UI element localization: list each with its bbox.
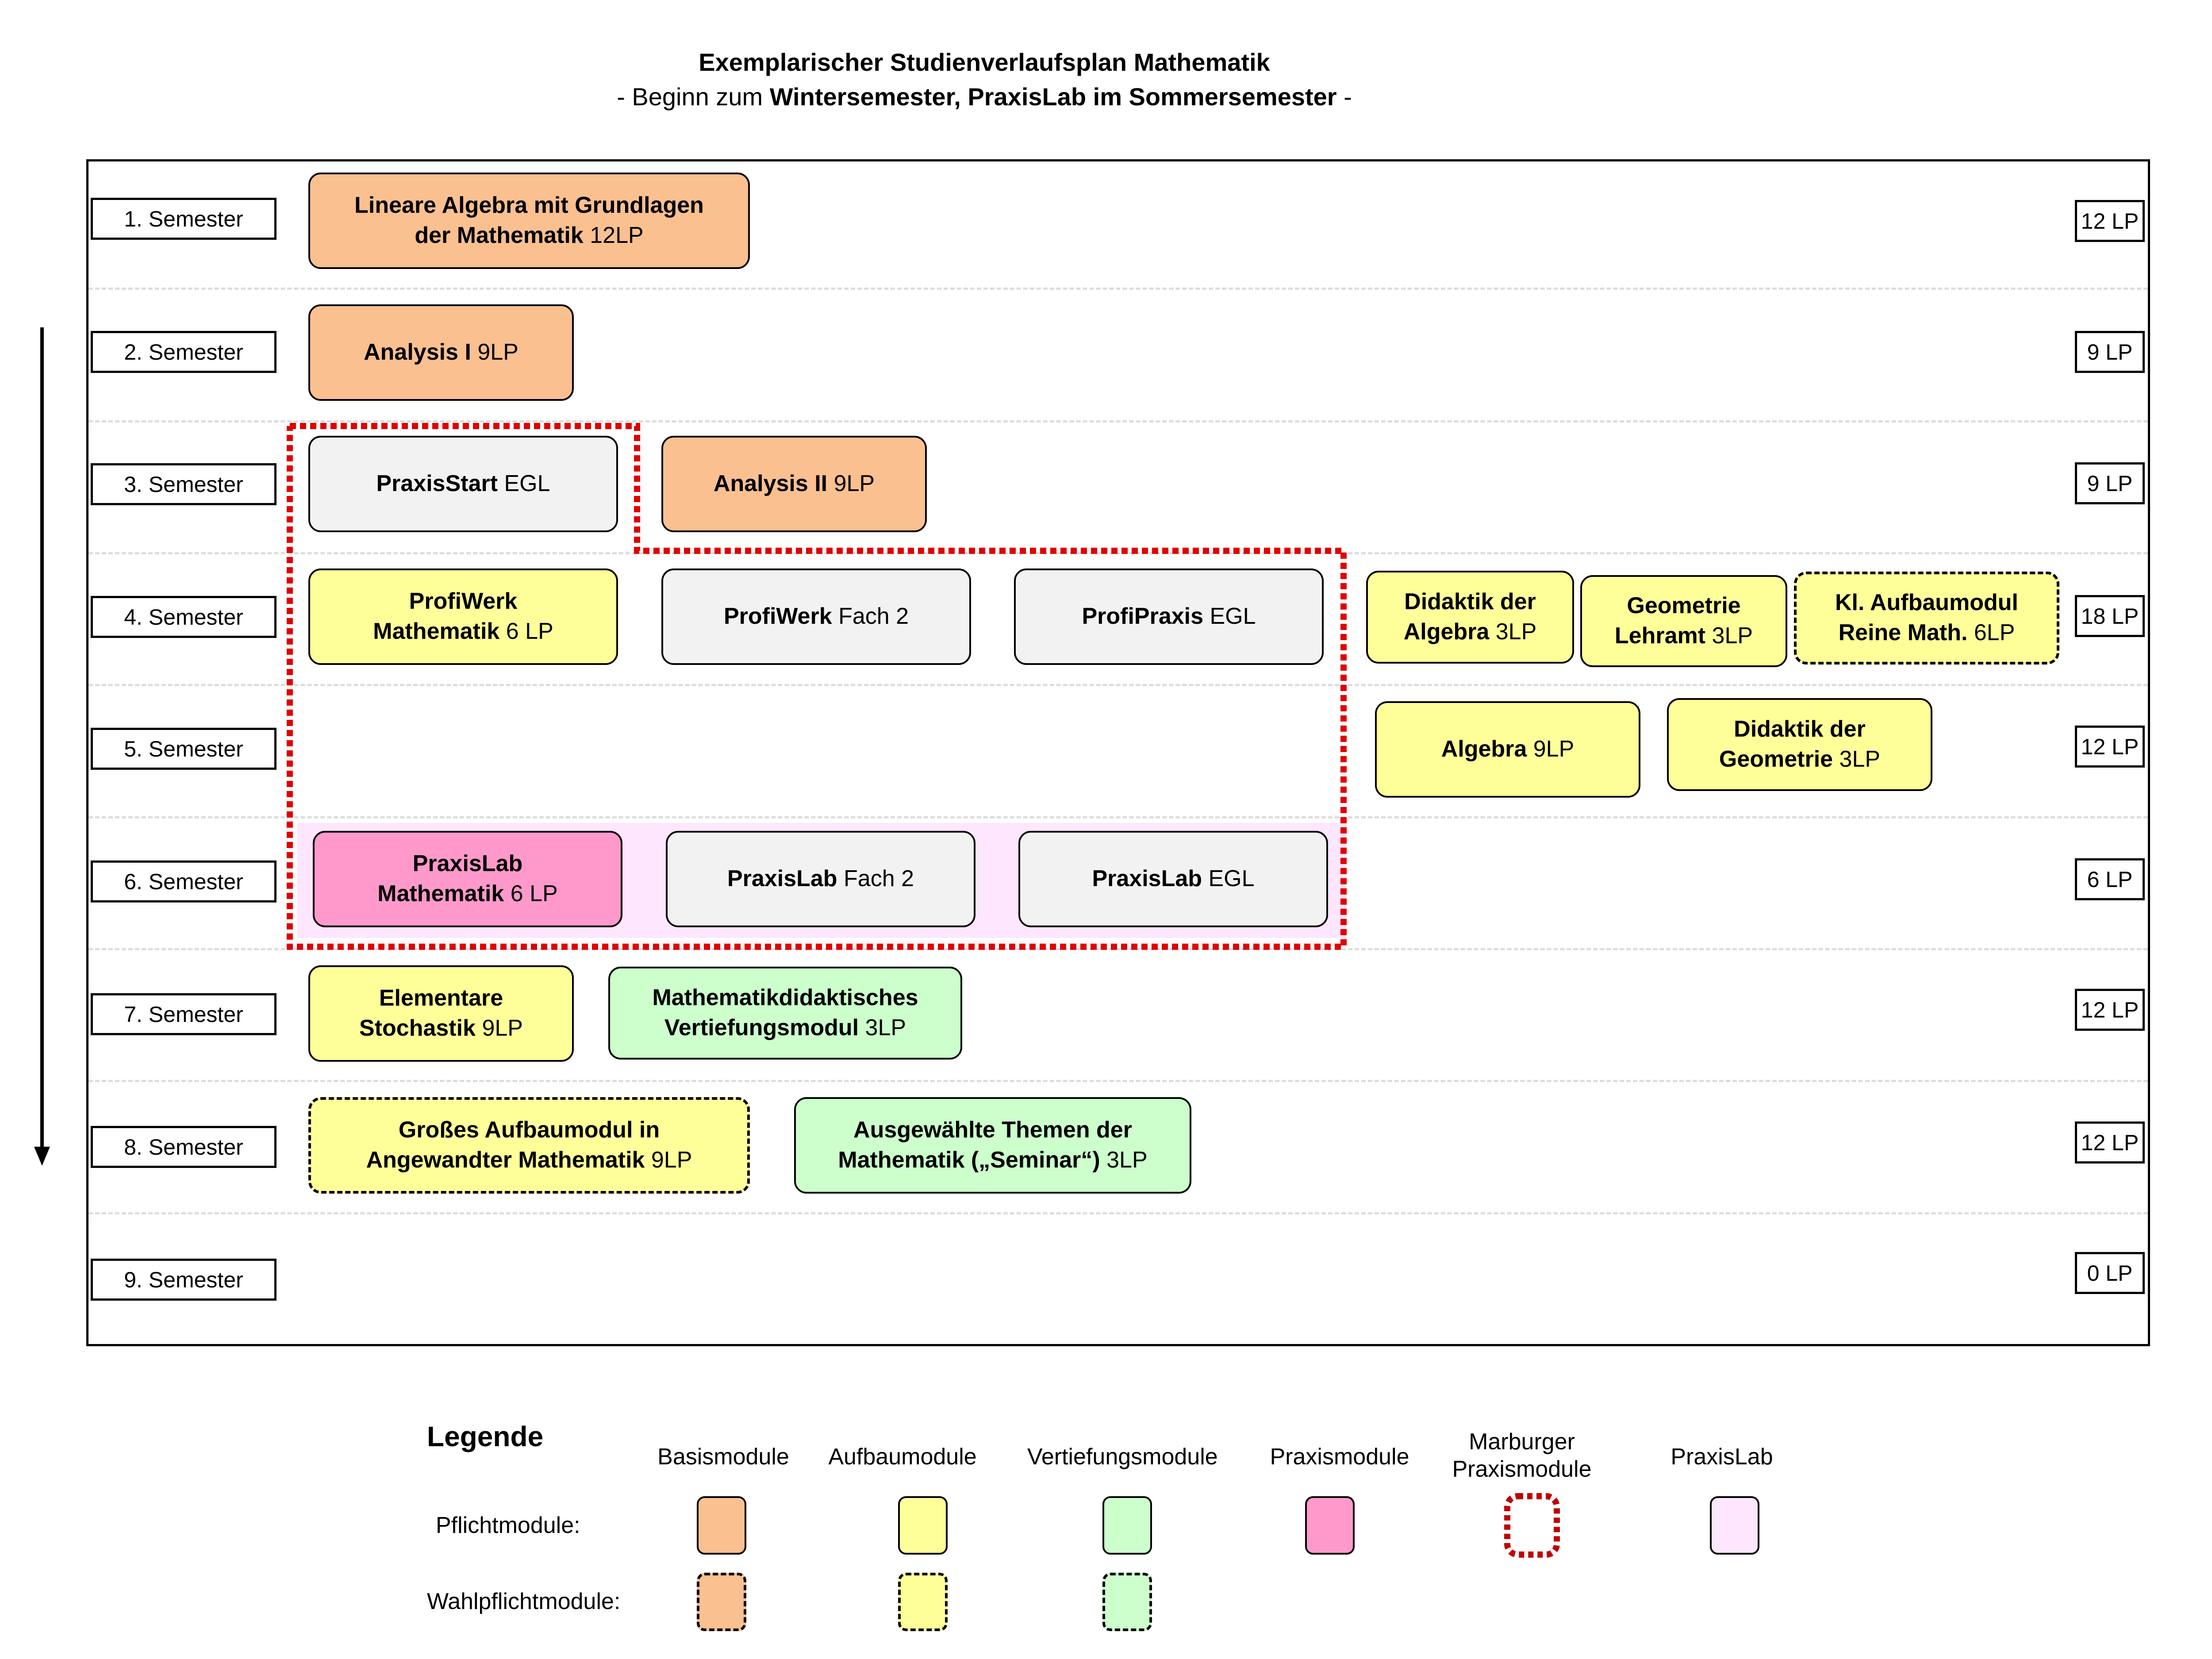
legend-swatch-marburger-praxismodule bbox=[1504, 1493, 1560, 1558]
marburger-praxismodule-outline bbox=[287, 423, 1347, 950]
module-praxislab-egl[interactable]: PraxisLab EGL bbox=[1018, 831, 1328, 927]
credit-points-box: 12 LP bbox=[2075, 200, 2145, 242]
row-separator bbox=[88, 1080, 2148, 1082]
legend-column-label: PraxisLab bbox=[1671, 1444, 1773, 1470]
module-analysis-1[interactable]: Analysis I 9LP bbox=[308, 304, 574, 401]
row-separator bbox=[88, 552, 2148, 554]
row-separator bbox=[88, 948, 2148, 950]
row-separator bbox=[88, 816, 2148, 818]
module-ausgewaehlte-themen[interactable]: Ausgewählte Themen der Mathematik („Semi… bbox=[794, 1097, 1191, 1194]
plan-frame bbox=[86, 159, 2150, 1346]
legend-swatch-vertiefungsmodule bbox=[1102, 1496, 1152, 1555]
semester-label: 4. Semester bbox=[91, 596, 276, 638]
legend-swatch-aufbaumodule bbox=[898, 1496, 948, 1555]
module-praxislab-fach2[interactable]: PraxisLab Fach 2 bbox=[666, 831, 975, 927]
credit-points-box: 12 LP bbox=[2075, 1121, 2145, 1164]
semester-label: 5. Semester bbox=[91, 728, 276, 770]
page-subtitle: - Beginn zum Wintersemester, PraxisLab i… bbox=[617, 83, 1352, 111]
legend-swatch-basismodule bbox=[697, 1496, 746, 1555]
row-separator bbox=[88, 420, 2148, 422]
credit-points-box: 12 LP bbox=[2075, 726, 2145, 768]
module-kl-aufbaumodul[interactable]: Kl. Aufbaumodul Reine Math. 6LP bbox=[1794, 572, 2059, 664]
row-separator bbox=[88, 684, 2148, 686]
row-separator bbox=[88, 288, 2148, 290]
module-didaktik-algebra[interactable]: Didaktik der Algebra 3LP bbox=[1366, 571, 1574, 664]
module-praxisstart[interactable]: PraxisStart EGL bbox=[308, 436, 618, 532]
module-profiwerk-fach2[interactable]: ProfiWerk Fach 2 bbox=[661, 568, 971, 665]
legend-column-label: Praxismodule bbox=[1270, 1444, 1409, 1470]
module-profiwerk-mathematik[interactable]: ProfiWerk Mathematik 6 LP bbox=[308, 568, 618, 665]
semester-label: 3. Semester bbox=[91, 463, 276, 505]
module-praxislab-mathematik[interactable]: PraxisLab Mathematik 6 LP bbox=[313, 831, 622, 927]
time-arrow-icon bbox=[34, 327, 50, 1166]
credit-points-box: 12 LP bbox=[2075, 989, 2145, 1031]
credit-points-box: 9 LP bbox=[2075, 462, 2145, 504]
module-profipraxis-egl[interactable]: ProfiPraxis EGL bbox=[1014, 568, 1324, 665]
row-separator bbox=[88, 1212, 2148, 1214]
legend-swatch-basismodule-wahlpflicht bbox=[697, 1573, 746, 1631]
legend-swatch-praxislab bbox=[1710, 1496, 1759, 1555]
legend-column-label: Aufbaumodule bbox=[828, 1444, 977, 1470]
legend-swatch-aufbaumodule-wahlpflicht bbox=[898, 1573, 948, 1631]
semester-label: 8. Semester bbox=[91, 1126, 276, 1168]
legend-column-label: Basismodule bbox=[657, 1444, 789, 1470]
credit-points-box: 6 LP bbox=[2075, 858, 2145, 900]
credit-points-box: 0 LP bbox=[2075, 1252, 2145, 1294]
module-geometrie-lehramt[interactable]: Geometrie Lehramt 3LP bbox=[1580, 575, 1787, 667]
module-grosses-aufbaumodul[interactable]: Großes Aufbaumodul in Angewandter Mathem… bbox=[308, 1097, 750, 1194]
page-title: Exemplarischer Studienverlaufsplan Mathe… bbox=[699, 48, 1270, 76]
module-mathematikdidaktisches-vertiefungsmodul[interactable]: Mathematikdidaktisches Vertiefungsmodul … bbox=[608, 967, 962, 1060]
module-elementare-stochastik[interactable]: Elementare Stochastik 9LP bbox=[308, 965, 574, 1062]
module-analysis-2[interactable]: Analysis II 9LP bbox=[661, 436, 927, 532]
semester-label: 9. Semester bbox=[91, 1259, 276, 1301]
semester-label: 6. Semester bbox=[91, 860, 276, 902]
module-lineare-algebra[interactable]: Lineare Algebra mit Grundlagen der Mathe… bbox=[308, 173, 750, 269]
module-algebra[interactable]: Algebra 9LP bbox=[1375, 701, 1640, 798]
semester-label: 1. Semester bbox=[91, 198, 276, 240]
credit-points-box: 18 LP bbox=[2075, 595, 2145, 637]
legend-swatch-praxismodule bbox=[1305, 1496, 1355, 1555]
legend-title: Legende bbox=[427, 1421, 544, 1452]
legend-row-label: Wahlpflichtmodule: bbox=[427, 1589, 621, 1614]
legend-swatch-vertiefungsmodule-wahlpflicht bbox=[1102, 1573, 1152, 1631]
module-didaktik-geometrie[interactable]: Didaktik der Geometrie 3LP bbox=[1667, 698, 1932, 791]
semester-label: 7. Semester bbox=[91, 993, 276, 1035]
legend-row-label: Pflichtmodule: bbox=[436, 1513, 580, 1538]
legend-column-label: Vertiefungsmodule bbox=[1027, 1444, 1218, 1470]
legend-column-label: Marburger Praxismodule bbox=[1452, 1429, 1592, 1482]
semester-label: 2. Semester bbox=[91, 331, 276, 373]
credit-points-box: 9 LP bbox=[2075, 331, 2145, 373]
